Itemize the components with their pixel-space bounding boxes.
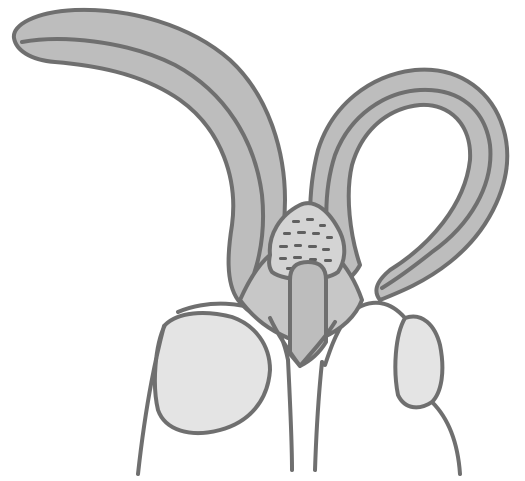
lobe-right (395, 317, 442, 408)
column-stalk (290, 262, 326, 366)
